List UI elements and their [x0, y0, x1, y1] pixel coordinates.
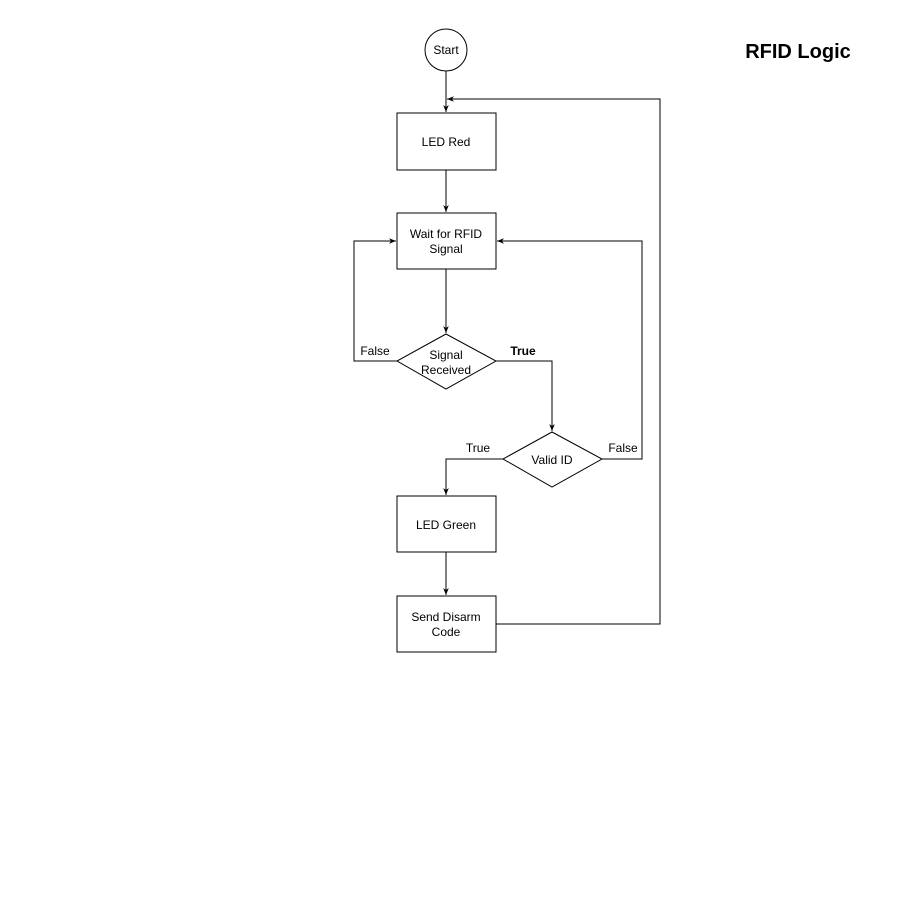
wait-rfid-label-line1: Wait for RFID: [410, 227, 483, 241]
edge-signal-false: [353, 238, 397, 362]
edge-send-loop-back: [447, 96, 661, 625]
start-node: [424, 28, 468, 72]
edge-label-signal-false: False: [360, 344, 390, 358]
send-disarm-label-line2: Code: [432, 625, 461, 639]
signal-received-label-line1: Signal: [429, 348, 462, 362]
edge-signal-true: [496, 360, 555, 431]
led-red-label: LED Red: [422, 135, 471, 149]
edge-label-valid-true: True: [466, 441, 491, 455]
edge-valid-false: [497, 238, 643, 460]
edge-label-valid-false: False: [608, 441, 638, 455]
send-disarm-node: [396, 595, 497, 653]
led-green-label: LED Green: [416, 518, 476, 532]
led-green-node: [396, 495, 497, 553]
led-red-node: [396, 112, 497, 171]
wait-rfid-label-line2: Signal: [429, 242, 462, 256]
edge-label-signal-true: True: [510, 344, 536, 358]
valid-id-decision: [501, 431, 604, 488]
send-disarm-label-line1: Send Disarm: [411, 610, 480, 624]
diagram-title: RFID Logic: [745, 41, 851, 63]
signal-received-label-line2: Received: [421, 363, 471, 377]
edge-valid-true: [443, 458, 503, 495]
valid-id-label: Valid ID: [531, 453, 572, 467]
signal-received-decision: [395, 333, 498, 390]
wait-rfid-node: [396, 212, 497, 270]
start-label: Start: [433, 43, 459, 57]
